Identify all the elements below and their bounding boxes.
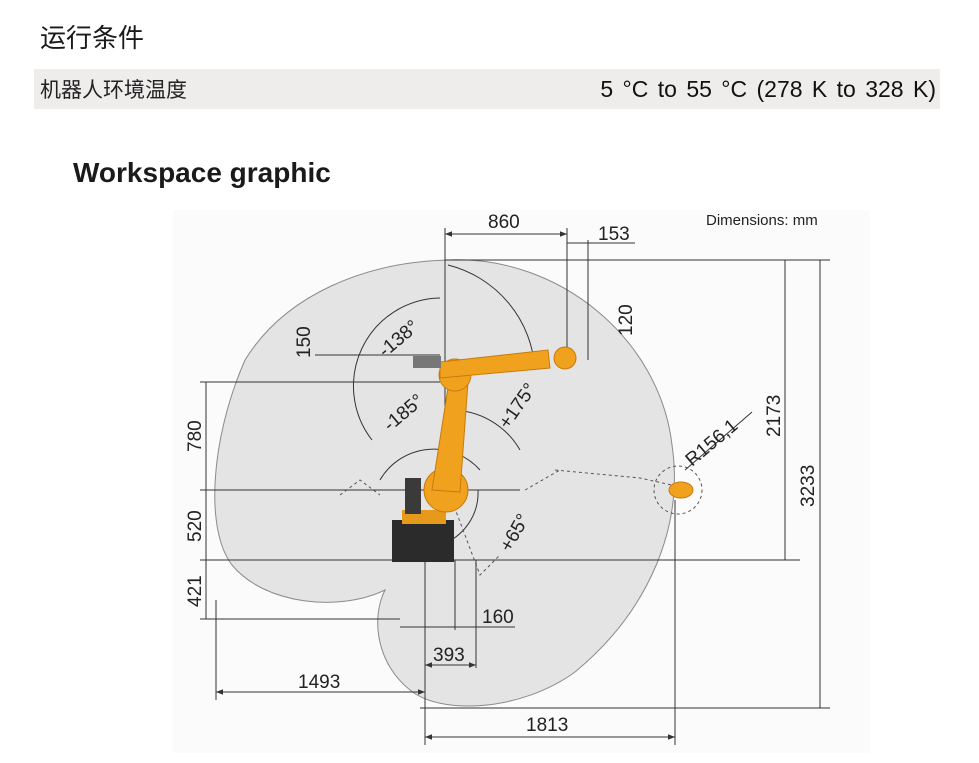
dim-1813: 1813 xyxy=(526,715,568,736)
dim-2173: 2173 xyxy=(764,395,785,437)
section-title: 运行条件 xyxy=(40,24,145,54)
dim-150: 150 xyxy=(294,326,315,358)
robot-arm xyxy=(413,346,577,513)
units-note: Dimensions: mm xyxy=(706,212,818,229)
dim-393: 393 xyxy=(433,645,465,666)
dim-421: 421 xyxy=(185,575,206,607)
dim-153: 153 xyxy=(598,224,630,245)
robot-motor xyxy=(405,478,421,514)
spec-row-ambient-temperature: 机器人环境温度 5 °C to 55 °C (278 K to 328 K) xyxy=(34,69,940,109)
dim-120: 120 xyxy=(616,304,637,336)
dim-3233: 3233 xyxy=(798,465,819,507)
dim-1493: 1493 xyxy=(298,672,340,693)
spec-value: 5 °C to 55 °C (278 K to 328 K) xyxy=(600,75,936,102)
robot-base xyxy=(392,520,454,562)
workspace-graphic-title: Workspace graphic xyxy=(73,157,331,188)
dim-520: 520 xyxy=(185,510,206,542)
dim-860: 860 xyxy=(488,212,520,233)
tool-flange xyxy=(668,481,694,499)
spec-label: 机器人环境温度 xyxy=(40,78,187,102)
dim-160: 160 xyxy=(482,607,514,628)
dim-780: 780 xyxy=(185,420,206,452)
